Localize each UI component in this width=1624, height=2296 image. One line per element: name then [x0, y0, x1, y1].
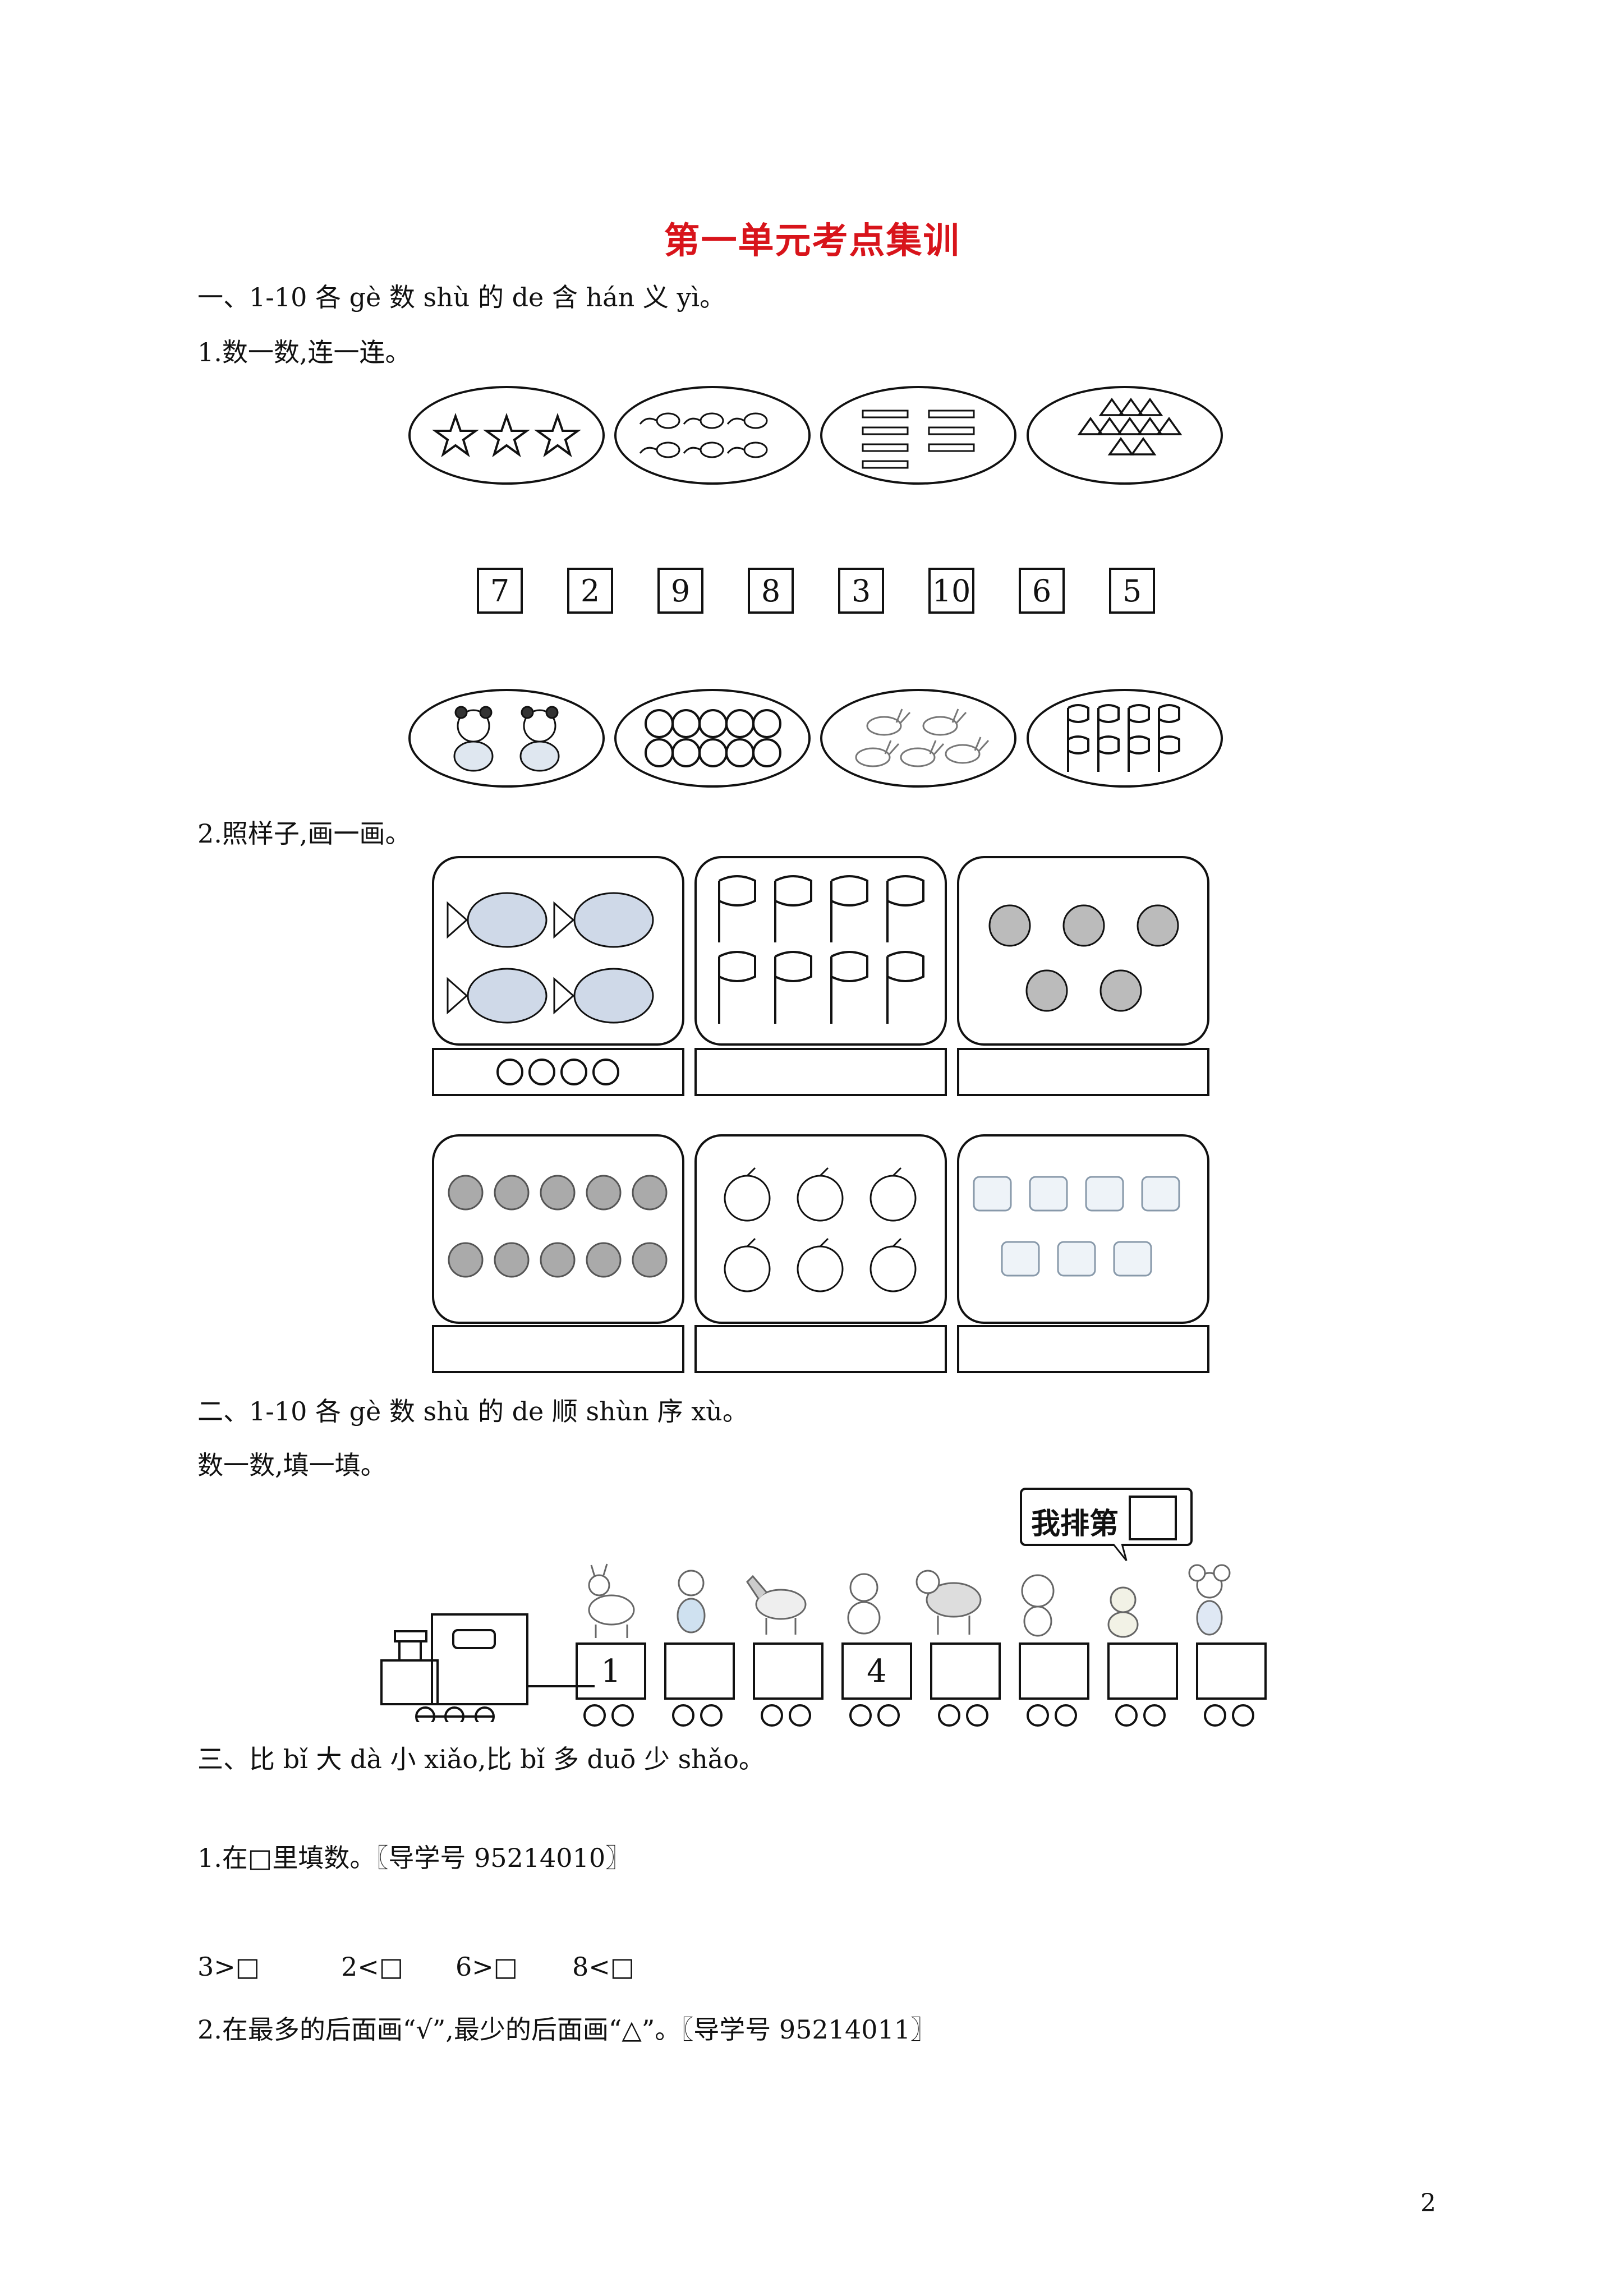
compare-item[interactable]: 3>□ — [197, 1952, 260, 1982]
train-boiler — [380, 1659, 439, 1705]
train-car[interactable]: 4 — [841, 1642, 912, 1700]
speech-text: 我排第 — [1031, 1507, 1119, 1541]
horse-icon — [746, 1575, 807, 1635]
number-box[interactable]: 7 — [477, 568, 523, 614]
train-car[interactable] — [1196, 1642, 1267, 1700]
page-number: 2 — [1420, 2189, 1436, 2217]
train-car[interactable]: 1 — [576, 1642, 646, 1700]
number-box[interactable]: 10 — [928, 568, 974, 614]
panel-balls — [957, 856, 1209, 1046]
oval-pandas[interactable] — [408, 689, 605, 788]
panel-fish — [432, 856, 684, 1046]
circle-group-icon — [645, 709, 781, 767]
panel-apples — [694, 1134, 947, 1324]
number-box[interactable]: 3 — [838, 568, 884, 614]
number-box[interactable]: 8 — [748, 568, 794, 614]
train-chimney — [398, 1640, 422, 1662]
train — [380, 1613, 595, 1722]
oval-triangles[interactable] — [1027, 386, 1223, 485]
panel-cups — [957, 1134, 1209, 1324]
monkey-icon — [677, 1570, 706, 1634]
mouse-icon — [1188, 1564, 1231, 1636]
panel-flowers — [432, 1134, 684, 1324]
number-box[interactable]: 6 — [1019, 568, 1065, 614]
animals-row — [588, 1563, 1231, 1638]
oval-tadpoles[interactable] — [614, 386, 811, 485]
train-car[interactable] — [753, 1642, 823, 1700]
speech-answer-box[interactable] — [1129, 1496, 1177, 1540]
section3-q1: 1.在□里填数。〖导学号 95214010〗 — [197, 1843, 632, 1873]
speech-pointer — [1112, 1544, 1128, 1561]
cup-group-icon — [973, 1176, 1180, 1277]
speech-bubble: 我排第 — [1020, 1488, 1193, 1546]
tadpole-group-icon — [639, 412, 768, 458]
section3-q2: 2.在最多的后面画“√”,最少的后面画“△”。〖导学号 95214011〗 — [197, 2014, 937, 2045]
answer-box-balls[interactable] — [957, 1048, 1209, 1096]
dog-icon — [1021, 1574, 1055, 1637]
train-cab — [431, 1613, 528, 1705]
star-group-icon — [431, 412, 582, 458]
answer-box-flowers[interactable] — [432, 1325, 684, 1373]
section1-heading: 一、1-10 各 gè 数 shù 的 de 含 hán 义 yì。 — [197, 282, 726, 312]
sample-circles — [496, 1059, 619, 1085]
goat-icon — [588, 1563, 635, 1638]
oval-stars[interactable] — [408, 386, 605, 485]
oval-pencils[interactable] — [820, 386, 1016, 485]
flag-group-icon — [1067, 704, 1180, 772]
train-car[interactable] — [664, 1642, 735, 1700]
flag-group-icon — [718, 875, 924, 1024]
section3-heading: 三、比 bǐ 大 dà 小 xiǎo,比 bǐ 多 duō 少 shǎo。 — [197, 1744, 765, 1774]
answer-box-apples[interactable] — [694, 1325, 947, 1373]
rabbit-group-icon — [855, 708, 990, 767]
compare-item[interactable]: 8<□ — [572, 1952, 635, 1982]
chick-icon — [1107, 1586, 1139, 1638]
flower-group-icon — [448, 1175, 668, 1278]
oval-rabbits[interactable] — [820, 689, 1016, 788]
oval-circles[interactable] — [614, 689, 811, 788]
train-car[interactable] — [1019, 1642, 1089, 1700]
panel-flags — [694, 856, 947, 1046]
compare-item[interactable]: 6>□ — [456, 1952, 518, 1982]
page-title: 第一单元考点集训 — [664, 220, 960, 262]
triangle-group-icon — [1077, 397, 1183, 455]
answer-box-cups[interactable] — [957, 1325, 1209, 1373]
pig-icon — [847, 1573, 881, 1635]
ball-group-icon — [988, 904, 1179, 1012]
train-car[interactable] — [930, 1642, 1001, 1700]
apple-group-icon — [724, 1167, 917, 1292]
oval-flags[interactable] — [1027, 689, 1223, 788]
section2-instruction: 数一数,填一填。 — [197, 1450, 387, 1480]
train-car[interactable] — [1107, 1642, 1178, 1700]
q1-instruction: 1.数一数,连一连。 — [197, 337, 411, 367]
train-car-wheels — [583, 1704, 1254, 1727]
compare-item[interactable]: 2<□ — [341, 1952, 404, 1982]
train-window — [452, 1629, 496, 1649]
panda-group-icon — [453, 706, 560, 772]
answer-box-fish[interactable] — [432, 1048, 684, 1096]
cow-icon — [915, 1570, 982, 1635]
answer-box-flags[interactable] — [694, 1048, 947, 1096]
section2-heading: 二、1-10 各 gè 数 shù 的 de 顺 shùn 序 xù。 — [197, 1396, 748, 1427]
number-box[interactable]: 2 — [567, 568, 613, 614]
fish-group-icon — [447, 892, 654, 1024]
number-box[interactable]: 5 — [1109, 568, 1155, 614]
q2-instruction: 2.照样子,画一画。 — [197, 818, 411, 849]
pencil-group-icon — [862, 409, 975, 469]
number-box[interactable]: 9 — [657, 568, 703, 614]
